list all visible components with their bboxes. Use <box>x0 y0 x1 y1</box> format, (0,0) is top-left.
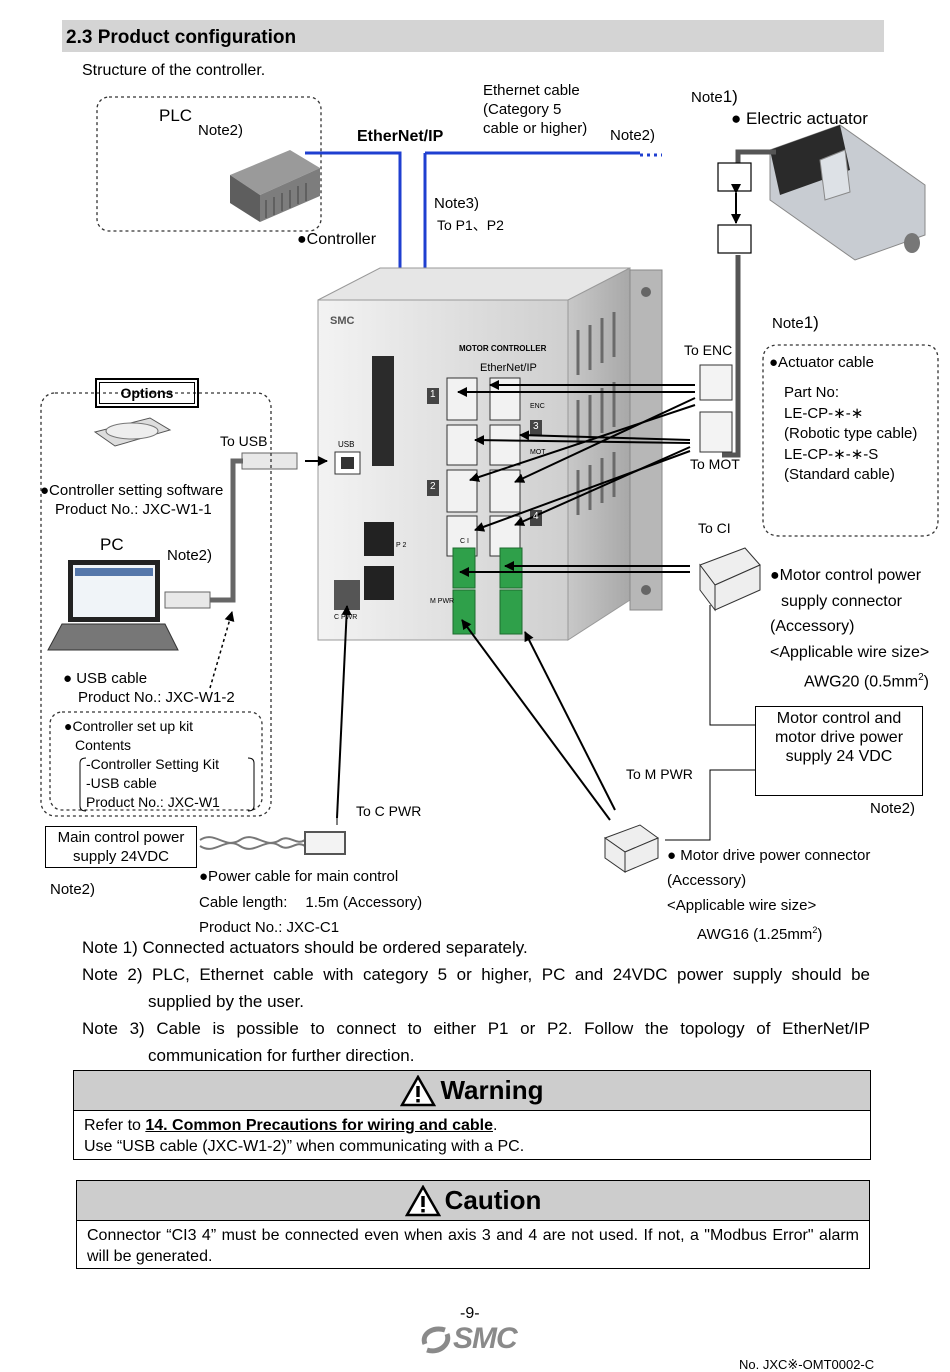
caution-body: Connector “CI3 4” must be connected even… <box>87 1227 859 1265</box>
electric-actuator-label: ● Electric actuator <box>731 109 868 128</box>
caution-title: Caution <box>444 1185 542 1215</box>
main-control-power-box: Main control power supply 24VDC <box>45 826 197 868</box>
ethernetip-label: EtherNet/IP <box>357 128 444 145</box>
to-ci-label: To CI <box>698 520 731 536</box>
panel-smc-logo: SMC <box>330 315 355 327</box>
options-group-outline <box>40 392 272 817</box>
actuator-cable-note: Note1) <box>772 313 819 332</box>
power-cable <box>199 831 346 855</box>
smc-footer-logo: SMC <box>419 1322 529 1356</box>
actuator-connector-bottom <box>717 224 752 254</box>
panel-axis-2: 2 <box>430 481 436 492</box>
panel-axis-4: 4 <box>533 511 539 522</box>
options-label-frame: Options <box>95 378 199 408</box>
usb-cable-label: ● USB cable Product No.: JXC-W1-2 <box>63 670 235 706</box>
actuator-cable-group-outline <box>762 344 939 537</box>
to-mot-label: To MOT <box>690 456 740 472</box>
actuator-cable-connectors <box>699 364 733 453</box>
note-3-cont: communication for further direction. <box>148 1046 415 1065</box>
caution-header: Caution <box>77 1181 869 1221</box>
usb-cable <box>164 452 298 609</box>
document-number: No. JXC※-OMT0002-C <box>739 1357 875 1372</box>
warning-triangle-icon <box>400 1074 437 1106</box>
to-mpwr-label: To M PWR <box>626 766 693 782</box>
to-p1p2-label: To P1、P2 <box>437 217 504 233</box>
to-cpwr-label: To C PWR <box>356 803 422 819</box>
note-1: Note 1) Connected actuators should be or… <box>82 938 528 957</box>
to-enc-label: To ENC <box>684 342 733 358</box>
actuator-cable <box>722 149 776 458</box>
software-label: ●Controller setting software Product No.… <box>40 482 224 518</box>
pc-note: Note2) <box>167 547 213 564</box>
plc-device <box>230 150 320 222</box>
power-supply-note: Note2) <box>870 800 916 817</box>
caution-triangle-icon <box>404 1184 441 1216</box>
software-cd <box>93 417 172 447</box>
panel-axis-3: 3 <box>533 421 539 432</box>
panel-mot: MOT <box>530 449 546 456</box>
note-2: Note 2) PLC, Ethernet cable with categor… <box>82 965 870 984</box>
to-usb-label: To USB <box>220 433 268 449</box>
page-number: -9- <box>460 1305 480 1322</box>
panel-cpwr: C PWR <box>334 614 358 621</box>
panel-axis-1: 1 <box>430 389 436 400</box>
note-3: Note 3) Cable is possible to connect to … <box>82 1019 870 1038</box>
note3-label: Note3) <box>434 195 480 212</box>
panel-p2: P 2 <box>396 542 407 549</box>
warning-body: Refer to 14. Common Precautions for wiri… <box>84 1117 525 1155</box>
warning-panel: Warning Refer to 14. Common Precautions … <box>73 1070 871 1160</box>
panel-motor-controller: MOTOR CONTROLLER <box>459 344 547 353</box>
ethernet-note: Note2) <box>610 127 656 144</box>
note-2-cont: supplied by the user. <box>148 992 304 1011</box>
panel-ci: C I <box>460 538 469 545</box>
actuator-cable-label: ●Actuator cable Part No: LE-CP-∗-∗ (Robo… <box>769 354 918 483</box>
section-header-bar <box>62 20 884 52</box>
plc-note: Note2) <box>198 122 244 139</box>
warning-header: Warning <box>74 1071 870 1111</box>
caution-panel: Caution Connector “CI3 4” must be connec… <box>76 1180 870 1269</box>
warning-title: Warning <box>440 1075 544 1105</box>
power-cable-label: ●Power cable for main control Cable leng… <box>199 868 423 936</box>
motor-control-connector <box>699 547 761 612</box>
main-power-note: Note2) <box>50 881 96 898</box>
section-title: 2.3 Product configuration <box>66 27 297 48</box>
controller-unit <box>317 267 663 641</box>
smc-swirl-icon <box>421 1326 451 1354</box>
section-subtitle: Structure of the controller. <box>82 62 266 79</box>
precautions-link[interactable]: 14. Common Precautions for wiring and ca… <box>145 1117 493 1134</box>
motor-drive-connector-label: ● Motor drive power connector (Accessory… <box>667 847 871 943</box>
panel-ethernetip: EtherNet/IP <box>480 362 537 374</box>
configuration-diagram <box>40 96 939 873</box>
electric-actuator <box>769 124 926 261</box>
setup-kit-label: ●Controller set up kit Contents -Control… <box>64 718 220 810</box>
panel-usb: USB <box>338 440 355 449</box>
options-label: Options <box>99 382 195 404</box>
panel-enc: ENC <box>530 403 545 410</box>
power-supply-24vdc-box: Motor control and motor drive power supp… <box>755 706 923 796</box>
actuator-note: Note1) <box>691 87 738 106</box>
actuator-connector-top <box>717 162 752 192</box>
pc-laptop <box>47 560 179 651</box>
motor-control-connector-label: ●Motor control power supply connector (A… <box>770 567 930 691</box>
controller-label: ●Controller <box>297 231 377 248</box>
panel-mpwr: M PWR <box>430 598 455 605</box>
pc-label: PC <box>100 535 124 554</box>
plc-label: PLC <box>159 106 193 125</box>
motor-drive-connector <box>603 824 660 873</box>
ethernet-cable-label: Ethernet cable (Category 5 cable or high… <box>483 82 588 137</box>
